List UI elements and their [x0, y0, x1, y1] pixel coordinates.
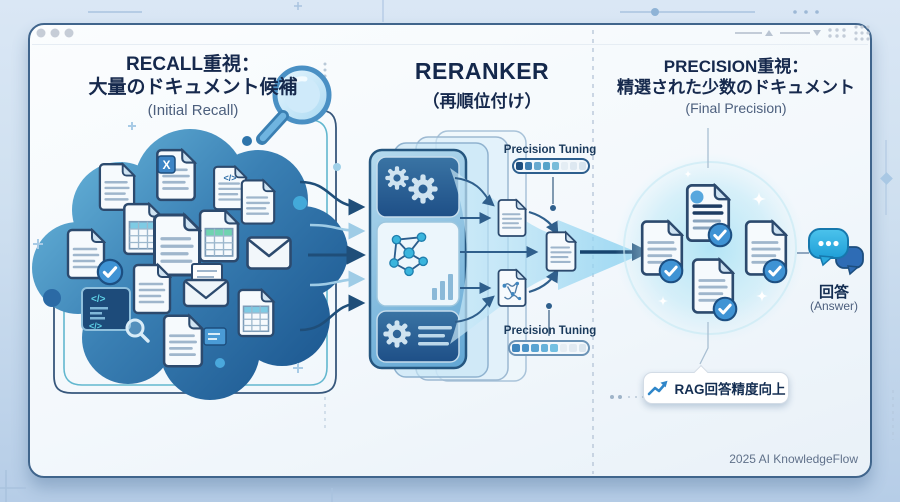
precision-result-cluster [615, 128, 805, 365]
reranker-section-title: RERANKER （再順位付け） [374, 58, 590, 112]
rerank-candidates [454, 177, 577, 336]
window-header-divider [32, 44, 868, 45]
check-circle-icon [762, 258, 788, 284]
precision-tuning-bar-top [512, 158, 590, 174]
grid-6-icon [828, 28, 846, 38]
precision-section-title: PRECISION重視： 精選された少数のドキュメント (Final Preci… [600, 56, 872, 116]
svg-text:</>: </> [89, 321, 102, 331]
excel-x-badge-icon [157, 155, 176, 174]
document-icon [162, 314, 204, 368]
magnifier-icon [256, 65, 332, 145]
precision-tuning-label-bottom: Precision Tuning [503, 325, 597, 337]
recall-title-line1: RECALL重視： [125, 54, 261, 75]
window-dots-icon [36, 28, 74, 38]
candidate-molecule-document-icon [497, 269, 527, 307]
document-cloud: X </> </> </> [32, 122, 348, 400]
answer-bubbles-icon [797, 228, 864, 276]
precision-subtitle: (Final Precision) [685, 99, 787, 116]
document-dot-icon [690, 190, 704, 204]
recall-to-reranker-arrows [299, 180, 366, 332]
spreadsheet-icon [198, 209, 240, 263]
check-circle-icon [707, 222, 733, 248]
sort-down-icon [813, 30, 821, 36]
spreadsheet-icon [237, 288, 275, 338]
check-circle-icon [96, 258, 124, 286]
chat-snippet-icon [203, 327, 227, 346]
rag-accuracy-badge-label: RAG回答精度向上 [674, 382, 786, 397]
open-envelope-icon [182, 263, 230, 308]
check-circle-icon [712, 296, 738, 322]
precision-title-line2: 精選された少数のドキュメント [617, 78, 855, 98]
recall-title-line2: 大量のドキュメント候補 [88, 76, 298, 98]
recall-subtitle: (Initial Recall) [147, 101, 239, 119]
rag-accuracy-badge: RAG回答精度向上 [643, 372, 789, 404]
reranked-document-icon [545, 231, 577, 272]
reranker-subtitle: （再順位付け） [422, 92, 542, 111]
answer-sublabel: (Answer) [809, 299, 858, 313]
svg-text:</>: </> [223, 173, 236, 183]
svg-text:</>: </> [91, 294, 106, 305]
grid-9-icon [854, 25, 870, 41]
precision-tuning-bar-bottom [508, 340, 590, 356]
code-panel-icon: </> </> [81, 287, 131, 331]
document-icon [240, 179, 276, 225]
sort-up-icon [765, 30, 773, 36]
bar-chart-icon [432, 274, 453, 300]
svg-text:X: X [162, 158, 170, 172]
candidate-document-icon [497, 199, 527, 237]
recall-section-frame [53, 109, 690, 432]
precision-title-line1: PRECISION重視： [663, 57, 809, 76]
document-icon [132, 263, 172, 315]
reranker-title: RERANKER [414, 58, 550, 84]
envelope-icon [246, 236, 292, 270]
check-circle-icon [658, 258, 684, 284]
footer-credit: 2025 AI KnowledgeFlow [729, 452, 858, 466]
trend-up-icon [647, 380, 667, 396]
precision-tuning-label-top: Precision Tuning [503, 144, 597, 156]
recall-section-title: RECALL重視： 大量のドキュメント候補 (Initial Recall) [64, 54, 322, 119]
window-controls [36, 25, 870, 78]
small-magnifier-icon [125, 318, 150, 343]
answer-label: 回答 [818, 284, 849, 301]
